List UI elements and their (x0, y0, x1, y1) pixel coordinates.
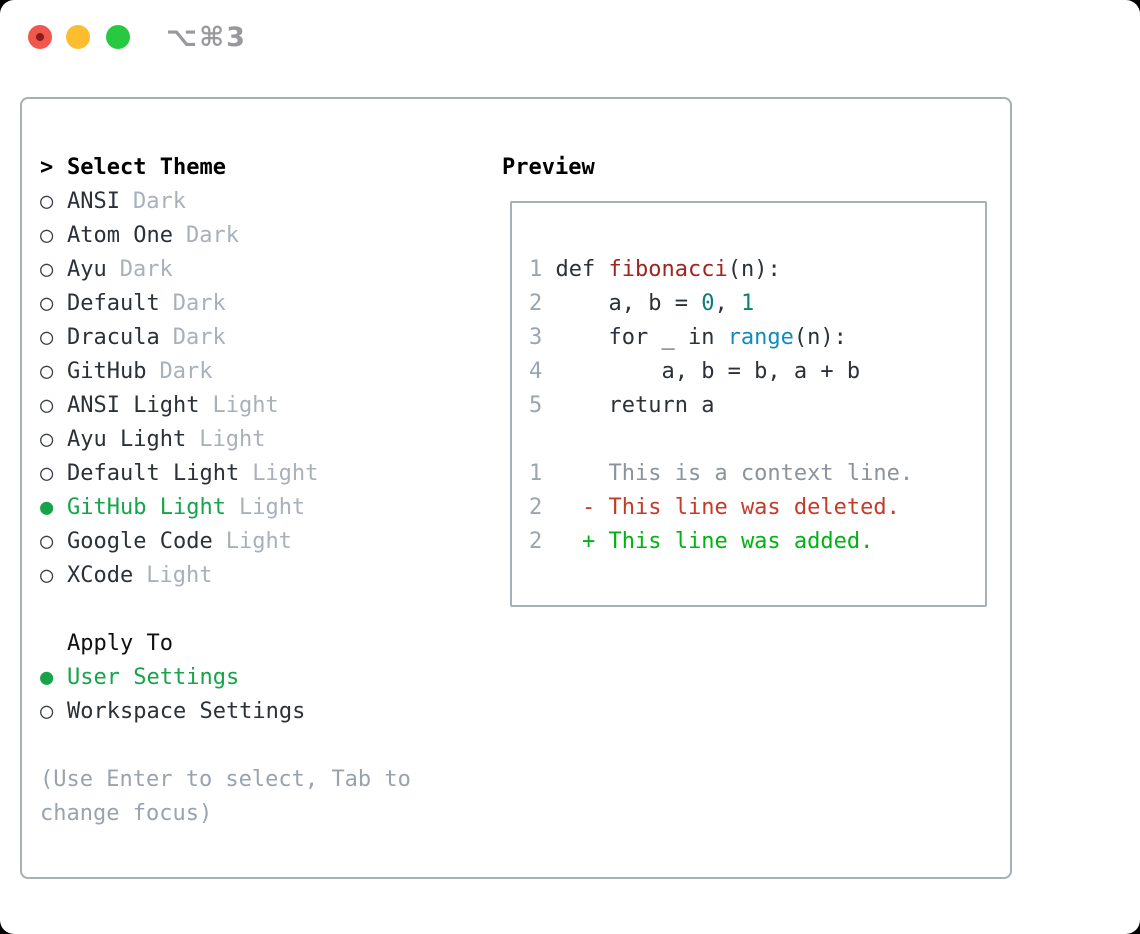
hint-line: (Use Enter to select, Tab to (40, 767, 411, 792)
theme-option-github-light[interactable]: ● GitHub Light Light (40, 491, 411, 525)
spacer (40, 729, 411, 763)
theme-option-xcode[interactable]: ○ XCode Light (40, 559, 411, 593)
variant-tag: Dark (172, 325, 226, 350)
variant-tag: Light (252, 461, 319, 486)
close-button[interactable] (28, 25, 52, 49)
theme-option-ayu-light[interactable]: ○ Ayu Light Light (40, 423, 411, 457)
radio-unselected-icon: ○ (40, 393, 54, 418)
theme-option-google-code[interactable]: ○ Google Code Light (40, 525, 411, 559)
radio-unselected-icon: ○ (40, 359, 54, 384)
theme-option-github[interactable]: ○ GitHub Dark (40, 355, 411, 389)
indent (40, 627, 67, 661)
option-label: Atom One (67, 223, 173, 248)
radio-unselected-icon: ○ (40, 563, 54, 588)
minimize-button[interactable] (66, 25, 90, 49)
select-theme-label: Select Theme (67, 155, 226, 180)
hint-line: change focus) (40, 801, 213, 826)
hint-text: (Use Enter to select, Tab to change focus… (40, 763, 411, 831)
variant-tag: Dark (185, 223, 239, 248)
variant-tag: Light (199, 427, 266, 452)
radio-selected-icon: ● (40, 495, 54, 520)
apply-to-label: Apply To (67, 631, 173, 656)
option-label: Workspace Settings (67, 699, 306, 724)
option-label: XCode (67, 563, 134, 588)
zoom-button[interactable] (106, 25, 130, 49)
option-label: GitHub (67, 359, 147, 384)
option-label: GitHub Light (67, 495, 226, 520)
theme-option-atom-one[interactable]: ○ Atom One Dark (40, 219, 411, 253)
radio-selected-icon: ● (40, 665, 54, 690)
preview-header: Preview (502, 151, 595, 185)
apply-option-user-settings[interactable]: ● User Settings (40, 661, 411, 695)
radio-unselected-icon: ○ (40, 325, 54, 350)
variant-tag: Dark (159, 359, 213, 384)
theme-option-default-light[interactable]: ○ Default Light Light (40, 457, 411, 491)
window-title: ⌥⌘3 (166, 22, 247, 53)
preview-code: 1 def fibonacci(n): 2 a, b = 0, 1 3 for … (529, 257, 914, 554)
radio-unselected-icon: ○ (40, 427, 54, 452)
theme-option-ansi[interactable]: ○ ANSI Dark (40, 185, 411, 219)
window-titlebar: ⌥⌘3 (0, 0, 1140, 74)
variant-tag: Light (225, 529, 292, 554)
select-theme-header: > Select Theme (40, 151, 411, 185)
prompt-icon: > (40, 155, 54, 180)
theme-option-ansi-light[interactable]: ○ ANSI Light Light (40, 389, 411, 423)
preview-label: Preview (502, 155, 595, 180)
option-label: Default Light (67, 461, 240, 486)
option-label: Ayu (67, 257, 107, 282)
radio-unselected-icon: ○ (40, 699, 54, 724)
variant-tag: Light (238, 495, 306, 520)
theme-option-ayu[interactable]: ○ Ayu Dark (40, 253, 411, 287)
option-label: Dracula (67, 325, 160, 350)
option-label: Google Code (67, 529, 213, 554)
option-label: ANSI (67, 189, 120, 214)
apply-to-header: Apply To (40, 627, 411, 661)
apply-to-list: ● User Settings ○ Workspace Settings (40, 661, 411, 729)
preview-box: 1 def fibonacci(n): 2 a, b = 0, 1 3 for … (510, 201, 987, 607)
apply-option-workspace-settings[interactable]: ○ Workspace Settings (40, 695, 411, 729)
option-label: Default (67, 291, 160, 316)
theme-option-dracula[interactable]: ○ Dracula Dark (40, 321, 411, 355)
variant-tag: Dark (132, 189, 186, 214)
radio-unselected-icon: ○ (40, 257, 54, 282)
option-label: ANSI Light (67, 393, 200, 418)
variant-tag: Dark (119, 257, 173, 282)
spacer (40, 593, 411, 627)
variant-tag: Light (212, 393, 279, 418)
variant-tag: Light (146, 563, 213, 588)
option-label: Ayu Light (67, 427, 187, 452)
radio-unselected-icon: ○ (40, 223, 54, 248)
radio-unselected-icon: ○ (40, 291, 54, 316)
theme-option-default[interactable]: ○ Default Dark (40, 287, 411, 321)
radio-unselected-icon: ○ (40, 189, 54, 214)
radio-unselected-icon: ○ (40, 529, 54, 554)
radio-unselected-icon: ○ (40, 461, 54, 486)
option-label: User Settings (67, 665, 240, 690)
variant-tag: Dark (172, 291, 226, 316)
